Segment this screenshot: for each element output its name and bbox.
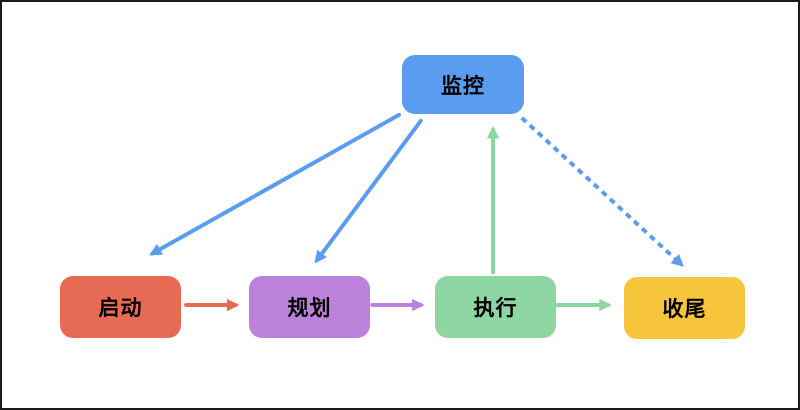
node-monitor: 监控 bbox=[402, 55, 524, 114]
node-exec: 执行 bbox=[435, 276, 556, 338]
edge-monitor-to-close-dashed bbox=[520, 116, 684, 267]
node-plan-label: 规划 bbox=[287, 297, 332, 320]
edge-monitor-to-plan bbox=[314, 118, 423, 264]
node-start-label: 启动 bbox=[98, 297, 143, 320]
edge-monitor-to-start bbox=[149, 112, 401, 256]
node-start: 启动 bbox=[60, 276, 181, 338]
node-close-label: 收尾 bbox=[662, 298, 707, 321]
node-monitor-label: 监控 bbox=[441, 74, 485, 98]
node-plan: 规划 bbox=[249, 276, 370, 338]
node-close: 收尾 bbox=[624, 277, 745, 339]
node-exec-label: 执行 bbox=[473, 297, 518, 320]
